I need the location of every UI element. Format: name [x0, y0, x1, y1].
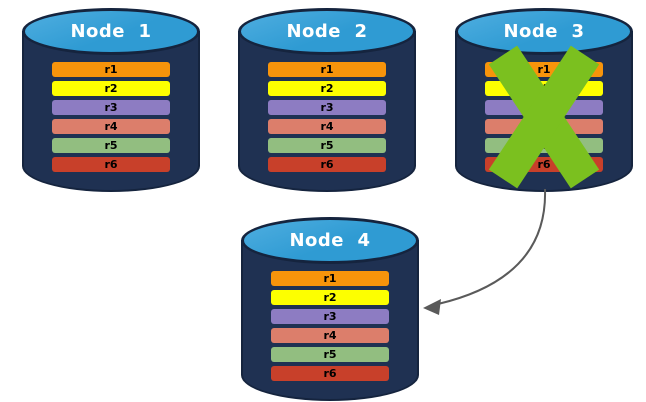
- replica-bar-label: r1: [320, 63, 334, 76]
- x-mark-icon: [488, 45, 600, 189]
- node-label: Node 2: [286, 21, 368, 42]
- replica-bar-r6: r6: [271, 366, 389, 381]
- node-label: Node 1: [70, 21, 152, 42]
- replica-bar-r5: r5: [268, 138, 386, 153]
- replica-bar-label: r2: [104, 82, 118, 95]
- replica-bar-label: r3: [104, 101, 118, 114]
- replica-bar-label: r6: [104, 158, 118, 171]
- replica-bar-label: r4: [104, 120, 118, 133]
- node-label: Node 4: [289, 230, 371, 251]
- replica-bar-r1: r1: [268, 62, 386, 77]
- replica-bar-r5: r5: [271, 347, 389, 362]
- replica-bar-label: r6: [320, 158, 334, 171]
- node-2: Node 2 r1 r2 r3 r4 r5 r6: [238, 8, 416, 192]
- replica-bar-label: r5: [323, 348, 337, 361]
- node-label: Node 3: [503, 21, 585, 42]
- replica-bar-r3: r3: [268, 100, 386, 115]
- cylinder-top: Node 3: [455, 8, 633, 55]
- replica-bar-r2: r2: [271, 290, 389, 305]
- replica-bar-label: r3: [323, 310, 337, 323]
- replica-bar-r3: r3: [52, 100, 170, 115]
- cylinder-top: Node 4: [241, 217, 419, 264]
- replica-bar-label: r2: [320, 82, 334, 95]
- replica-bar-label: r2: [323, 291, 337, 304]
- replica-bar-r1: r1: [271, 271, 389, 286]
- replica-bar-label: r4: [323, 329, 337, 342]
- replica-stack: r1 r2 r3 r4 r5 r6: [268, 62, 386, 176]
- replica-bar-r4: r4: [52, 119, 170, 134]
- replica-bar-label: r1: [323, 272, 337, 285]
- replica-bar-r4: r4: [271, 328, 389, 343]
- replica-stack: r1 r2 r3 r4 r5 r6: [271, 271, 389, 385]
- replica-bar-r6: r6: [52, 157, 170, 172]
- failover-arrow: [423, 188, 547, 315]
- cylinder-top: Node 1: [22, 8, 200, 55]
- replica-bar-r6: r6: [268, 157, 386, 172]
- replica-bar-label: r4: [320, 120, 334, 133]
- replica-bar-label: r5: [104, 139, 118, 152]
- replica-bar-r4: r4: [268, 119, 386, 134]
- node-4: Node 4 r1 r2 r3 r4 r5 r6: [241, 217, 419, 401]
- replica-bar-label: r6: [323, 367, 337, 380]
- replica-bar-label: r1: [104, 63, 118, 76]
- replica-bar-r3: r3: [271, 309, 389, 324]
- replica-bar-label: r3: [320, 101, 334, 114]
- replica-bar-label: r6: [537, 158, 551, 171]
- cylinder-top: Node 2: [238, 8, 416, 55]
- replica-bar-label: r1: [537, 63, 551, 76]
- replica-stack: r1 r2 r3 r4 r5 r6: [52, 62, 170, 176]
- replica-bar-r2: r2: [268, 81, 386, 96]
- node-1: Node 1 r1 r2 r3 r4 r5 r6: [22, 8, 200, 192]
- replica-bar-label: r5: [320, 139, 334, 152]
- arrowhead-icon: [423, 299, 441, 315]
- replica-bar-r2: r2: [52, 81, 170, 96]
- replica-bar-r5: r5: [52, 138, 170, 153]
- replica-bar-r1: r1: [52, 62, 170, 77]
